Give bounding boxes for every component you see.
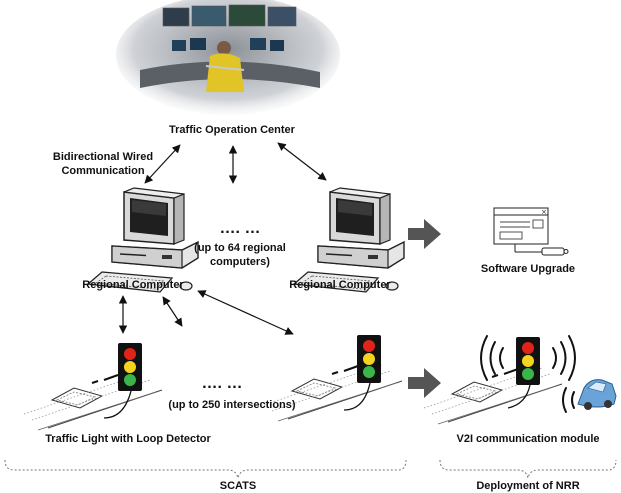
regional-computer-right-icon: [293, 187, 405, 293]
loop-detector-right-icon: [423, 367, 563, 425]
wired-link-toc-left: [144, 144, 181, 184]
connections: [118, 142, 327, 335]
scats-bracket: [4, 459, 407, 479]
toc-label: Traffic Operation Center: [169, 124, 296, 136]
nrr-bracket: [439, 459, 617, 479]
process-arrow-top-icon: [408, 219, 441, 249]
process-arrow-bottom-icon: [408, 368, 441, 398]
traffic-light-v2i-icon: [516, 337, 540, 385]
regional-count-label-line1: (up to 64 regional: [194, 242, 286, 254]
wireless-waves-icon: [480, 335, 576, 413]
v2i-module-label: V2I communication module: [456, 433, 599, 445]
svg-text:×: ×: [541, 208, 547, 216]
wired-link-regional-tl-middle: [162, 296, 183, 327]
car-icon: [577, 379, 617, 410]
wired-link-toc-right: [277, 142, 327, 181]
regional-count-label-line2: computers): [210, 256, 270, 268]
wired-comm-label-line2: Communication: [61, 165, 144, 177]
regional-computer-right-label: Regional Computer: [289, 279, 391, 291]
wired-comm-label-line1: Bidirectional Wired: [53, 151, 153, 163]
control-room-photo: [116, 0, 340, 115]
traffic-light-label: Traffic Light with Loop Detector: [45, 433, 211, 445]
regional-computer-left-icon: [87, 187, 199, 293]
intersections-count-label: (up to 250 intersections): [168, 399, 295, 411]
nrr-label: Deployment of NRR: [476, 480, 579, 492]
wired-link-regional-tl-right: [197, 290, 294, 335]
loop-detector-middle-icon: [263, 364, 403, 422]
traffic-light-left-icon: [118, 343, 142, 391]
software-window-icon: ×: [493, 207, 569, 256]
traffic-light-middle-icon: [357, 335, 381, 383]
regional-ellipsis: …. …: [220, 220, 261, 237]
software-upgrade-label: Software Upgrade: [481, 263, 575, 275]
regional-computer-left-label: Regional Computer: [82, 279, 184, 291]
scats-label: SCATS: [220, 480, 256, 492]
intersections-ellipsis: …. …: [202, 375, 243, 392]
